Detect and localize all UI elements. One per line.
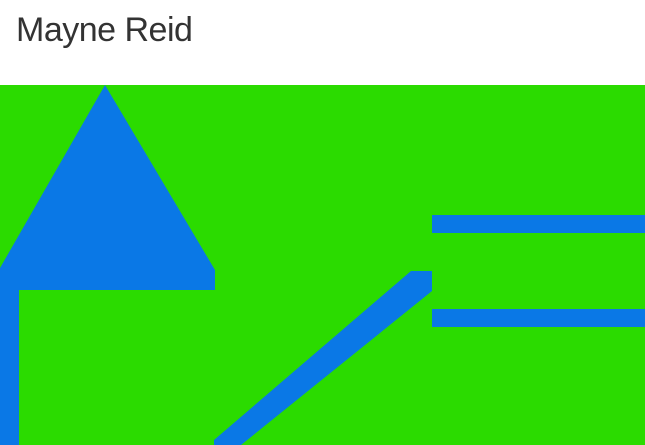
blue-triangle xyxy=(0,85,215,290)
illustration xyxy=(0,85,645,445)
page-title: Mayne Reid xyxy=(16,11,193,49)
diagonal-bar xyxy=(214,271,432,445)
horizontal-bar-upper xyxy=(432,215,645,233)
horizontal-bar-lower xyxy=(432,309,645,327)
vertical-post xyxy=(0,280,19,445)
